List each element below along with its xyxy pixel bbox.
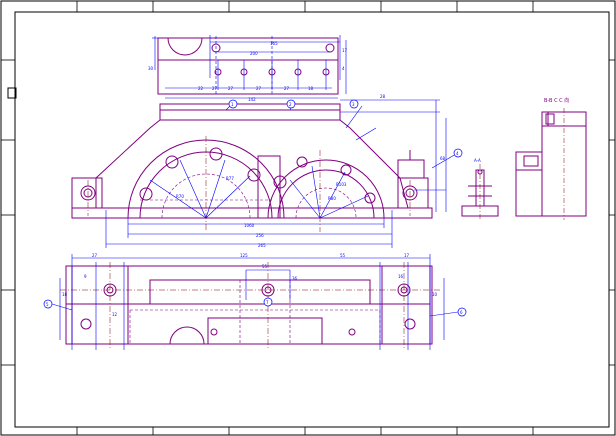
dim-bottom-e: 55 xyxy=(340,253,346,258)
dim-top-overall: 142 xyxy=(248,97,256,102)
bottom-view: 5 6 7 27 125 55 12 55 17 18 10 9 36 16 xyxy=(43,253,467,350)
balloon-7-label: 7 xyxy=(266,300,269,305)
balloon-2-label: 2 xyxy=(289,102,292,107)
dim-front-r3: R80 xyxy=(328,196,336,201)
balloon-6-label: 6 xyxy=(460,310,463,315)
dim-front-e: 265 xyxy=(258,243,266,248)
balloon-4 xyxy=(453,148,463,158)
dim-front-d: 256 xyxy=(256,233,264,238)
section-view-title: B-B C C 向 xyxy=(544,97,569,104)
balloon-4-label: 4 xyxy=(456,151,459,156)
dim-top-g: 17 xyxy=(342,48,348,53)
dim-bottom-k: 16 xyxy=(398,274,404,279)
balloon-1-label: 1 xyxy=(231,102,234,107)
dim-front-b: 68 xyxy=(440,156,446,161)
dim-top-f: 18 xyxy=(308,86,314,91)
dim-front-r4: R103 xyxy=(336,182,347,187)
balloon-1 xyxy=(228,99,238,109)
dim-top-d: 27 xyxy=(256,86,262,91)
dim-top-c: 27 xyxy=(228,86,234,91)
balloon-5 xyxy=(43,299,53,309)
balloon-6 xyxy=(457,307,467,317)
top-view: 165 30 22 200 27 27 27 18 17 4 27 142 xyxy=(148,35,348,102)
dim-front-c: 1060 xyxy=(244,223,255,228)
dim-top-i: 27 xyxy=(212,86,218,91)
dim-front-a: 28 xyxy=(380,94,386,99)
dim-front-r2: R77 xyxy=(226,176,234,181)
dim-bottom-g: 18 xyxy=(62,292,68,297)
dim-top-left: 30 xyxy=(148,66,154,71)
dim-top-h: 4 xyxy=(342,66,345,71)
dim-bottom-h: 10 xyxy=(432,292,438,297)
dim-bottom-c: 55 xyxy=(262,264,268,269)
dim-top-a: 22 xyxy=(198,86,204,91)
dim-bottom-j: 36 xyxy=(292,276,298,281)
dim-top-b: 200 xyxy=(250,51,258,56)
dim-top-width: 165 xyxy=(270,41,278,46)
balloon-3-label: 3 xyxy=(352,102,355,107)
balloon-2 xyxy=(286,99,296,109)
dim-bottom-d: 12 xyxy=(112,312,118,317)
section-aa-label: A-A xyxy=(474,158,481,163)
side-view-aa: A-A xyxy=(461,158,499,220)
dim-bottom-a: 27 xyxy=(92,253,98,258)
section-view: B-B C C 向 xyxy=(515,97,587,220)
dim-front-r1: R70 xyxy=(176,194,184,199)
balloon-3 xyxy=(349,99,359,109)
balloon-5-label: 5 xyxy=(46,302,49,307)
balloon-7 xyxy=(263,297,273,307)
dim-top-e: 27 xyxy=(284,86,290,91)
front-view: 1 2 3 4 28 68 1060 256 265 R70 R77 R80 R… xyxy=(71,94,463,248)
dim-bottom-f: 17 xyxy=(404,253,410,258)
dim-bottom-b: 125 xyxy=(240,253,248,258)
dim-bottom-i: 9 xyxy=(84,274,87,279)
